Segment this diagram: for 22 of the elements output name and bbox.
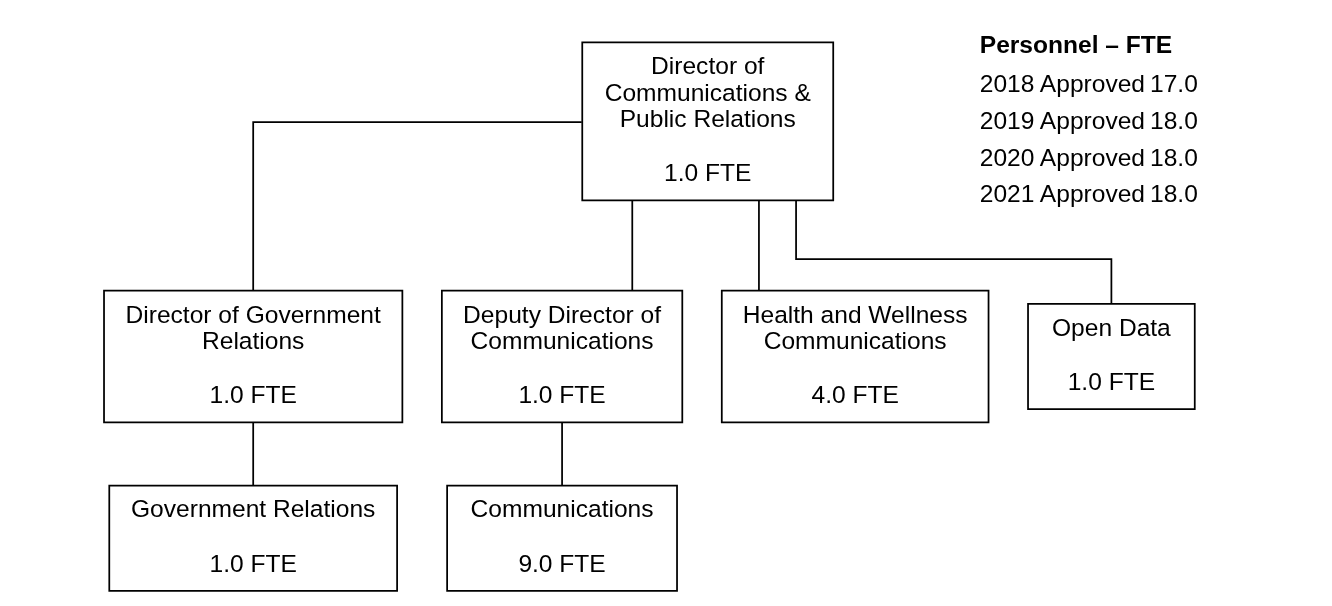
label: 2020 Approved [979,143,1145,171]
node-box: Open Data 1.0 FTE [1026,303,1196,411]
node-box: Deputy Director of Communications 1.0 FTE [440,289,683,424]
node-box: Director of Government Relations 1.0 FTE [102,289,403,424]
connector [251,121,583,292]
connector [757,200,760,292]
label: 2018 Approved [979,69,1145,97]
label: 17.0 [1149,69,1198,97]
node-box: Government Relations 1.0 FTE [107,484,398,592]
label: 18.0 [1149,180,1198,208]
label: 2019 Approved [979,106,1145,134]
label: 2021 Approved [979,180,1145,208]
connector [630,200,633,292]
connector [794,199,1112,305]
connector [560,421,563,487]
connector [251,421,254,487]
label: 18.0 [1149,106,1198,134]
label: 18.0 [1149,143,1198,171]
node-box: Communications 9.0 FTE [445,484,678,592]
node-box: Health and Wellness Communications 4.0 FTE [720,289,989,424]
node-box: Director of Communications & Public Relations 1.0 FTE [580,41,834,202]
label: Personnel – FTE [979,31,1172,59]
